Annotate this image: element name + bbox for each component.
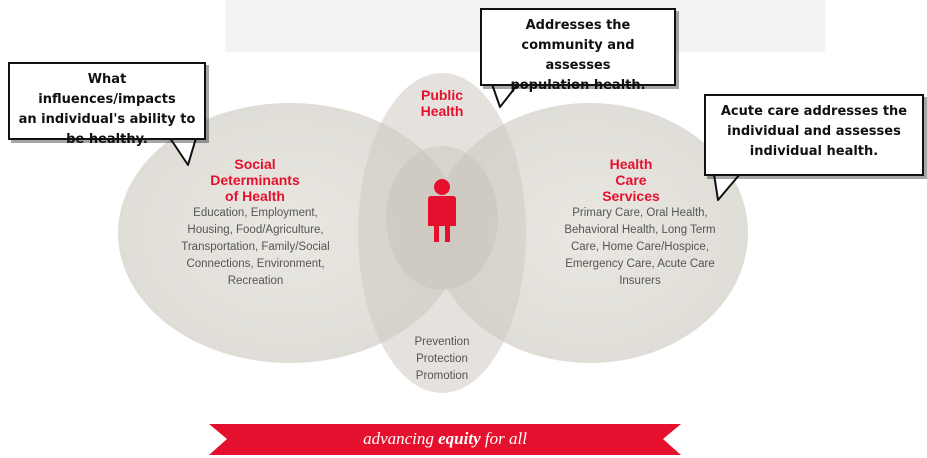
function-line: Promotion — [415, 370, 469, 382]
list-line: Housing, Food/Agriculture, — [187, 224, 324, 236]
list-line: Emergency Care, Acute Care — [565, 258, 715, 270]
list-line: Connections, Environment, — [186, 258, 325, 270]
callout-community: Addresses the community and assesses pop… — [480, 8, 676, 93]
heading-line: Health — [420, 103, 464, 119]
callout-acute-care: Acute care addresses the individual and … — [704, 94, 924, 176]
callout-line: Addresses the — [525, 18, 631, 33]
heading-line: Care — [615, 172, 647, 188]
callout-line: population health. — [510, 78, 646, 93]
callout-line: Acute care addresses the — [720, 104, 908, 119]
list-line: Primary Care, Oral Health, — [572, 207, 708, 219]
callout-line: individual and assesses — [727, 124, 901, 139]
callout-individual: What influences/impacts an individual's … — [8, 62, 206, 147]
health-care-list: Primary Care, Oral Health, Behavioral He… — [535, 205, 745, 290]
callout-line: community and assesses — [521, 38, 635, 73]
equity-banner-text: advancing equity for all — [209, 423, 681, 455]
social-determinants-heading: Social Determinants of Health — [180, 156, 330, 204]
banner-suffix: for all — [480, 429, 527, 448]
callout-line: What influences/impacts — [38, 72, 176, 107]
function-line: Prevention — [414, 336, 470, 348]
heading-line: Social — [234, 156, 276, 172]
heading-line: Health — [609, 156, 653, 172]
callout-line: individual health. — [749, 144, 879, 159]
list-line: Care, Home Care/Hospice, — [570, 241, 710, 253]
heading-line: Services — [602, 188, 660, 204]
banner-emphasis: equity — [438, 429, 481, 448]
callout-line: an individual's ability to — [18, 112, 196, 127]
list-line: Behavioral Health, Long Term — [564, 224, 716, 236]
banner-prefix: advancing — [363, 429, 439, 448]
public-health-heading: Public Health — [392, 87, 492, 119]
function-line: Protection — [416, 353, 468, 365]
list-line: Transportation, Family/Social — [181, 241, 330, 253]
person-icon — [428, 179, 456, 242]
public-health-functions: Prevention Protection Promotion — [380, 334, 504, 385]
callout-line: be healthy. — [66, 132, 148, 147]
list-line: Education, Employment, — [193, 207, 318, 219]
heading-line: Public — [420, 87, 463, 103]
equity-banner — [209, 424, 681, 455]
heading-line: Determinants — [210, 172, 300, 188]
list-line: Recreation — [227, 275, 284, 287]
social-determinants-list: Education, Employment, Housing, Food/Agr… — [163, 205, 348, 290]
list-line: Insurers — [619, 275, 661, 287]
public-health-circle — [358, 73, 526, 393]
health-care-heading: Health Care Services — [575, 156, 687, 204]
heading-line: of Health — [225, 188, 285, 204]
